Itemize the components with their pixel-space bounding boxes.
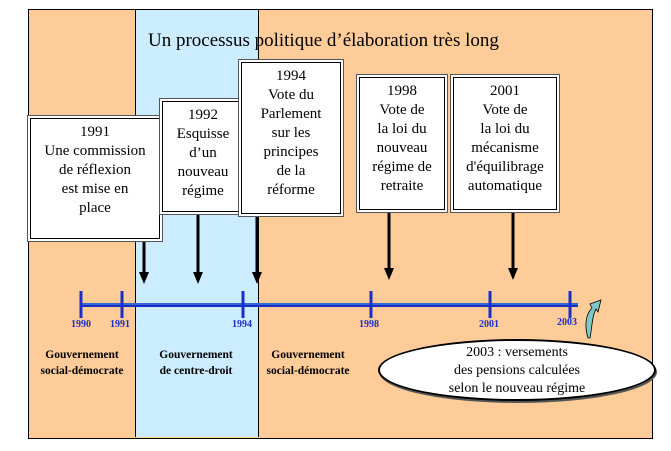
year-label: 2003 <box>557 317 577 328</box>
event-arrows <box>142 210 515 274</box>
arrowhead-icon <box>508 268 518 280</box>
year-label: 2001 <box>479 319 499 330</box>
arrowhead-icon <box>252 272 262 284</box>
year-label: 1991 <box>110 319 130 330</box>
arrowhead-icon <box>193 272 203 284</box>
year-label: 1990 <box>71 319 91 330</box>
year-label: 1994 <box>232 319 252 330</box>
diagram-title: Un processus politique d’élaboration trè… <box>148 30 499 51</box>
timeline-ticks <box>79 291 572 318</box>
government-label: Gouvernement de centre-droit <box>159 349 233 377</box>
year-label: 1998 <box>359 319 379 330</box>
arrowhead-icon <box>139 272 149 284</box>
government-label: Gouvernement social-démocrate <box>40 349 124 377</box>
government-label: Gouvernement social-démocrate <box>266 349 350 377</box>
arrowhead-icon <box>384 268 394 280</box>
curved-arrow-icon <box>585 299 602 339</box>
note-2003-ellipse: 2003 : versements des pensions calculées… <box>378 339 656 401</box>
